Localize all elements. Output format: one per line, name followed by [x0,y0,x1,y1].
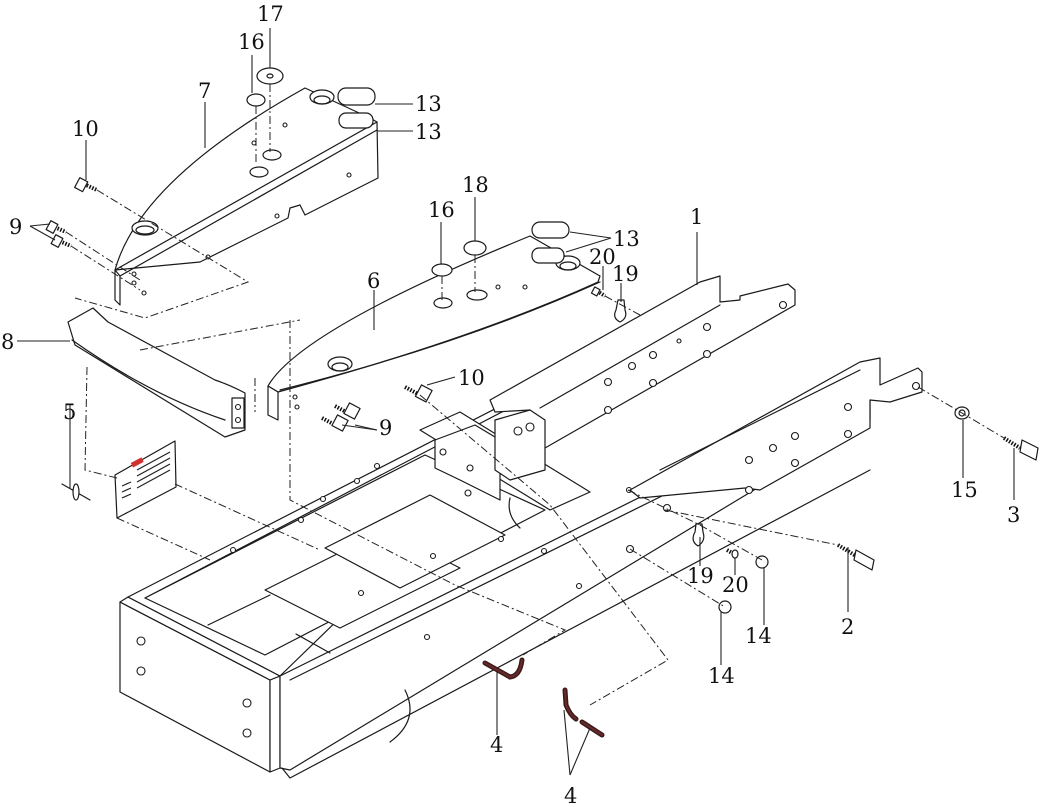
callout-4: 4 [490,733,503,757]
callout-6: 6 [367,269,380,293]
callout-20: 20 [722,573,749,597]
callout-18: 18 [462,173,489,197]
callout-16: 16 [238,30,265,54]
callout-19: 19 [687,564,714,588]
callout-16: 16 [428,198,455,222]
callout-13: 13 [415,92,442,116]
callout-14: 14 [708,664,735,688]
callout-13: 13 [613,227,640,251]
cover-part-6 [267,221,601,421]
callout-20: 20 [589,245,616,269]
callout-3: 3 [1007,503,1020,527]
callout-14: 14 [745,624,772,648]
wire-part-4 [482,657,605,738]
callout-13: 13 [415,120,442,144]
callout-8: 8 [1,330,14,354]
callout-19: 19 [612,262,639,286]
callout-2: 2 [841,615,854,639]
callout-10: 10 [458,366,485,390]
main-frame [119,275,923,779]
callout-4: 4 [564,784,577,807]
callout-17: 17 [257,2,284,26]
callout-7: 7 [198,79,211,103]
fasteners [45,67,1039,614]
handle-part-8 [67,307,246,438]
cover-part-7 [114,87,379,306]
label-plate-part-5 [61,440,177,519]
callout-15: 15 [951,478,978,502]
leader-lines [17,28,1015,776]
callouts: 1 2 3 4 4 5 6 7 8 9 9 10 10 13 13 13 14 … [1,2,1020,807]
callout-1: 1 [690,205,703,229]
assembly-lines [65,84,1005,706]
callout-9: 9 [9,215,22,239]
callout-9: 9 [379,416,392,440]
callout-10: 10 [72,117,99,141]
callout-5: 5 [63,400,76,424]
